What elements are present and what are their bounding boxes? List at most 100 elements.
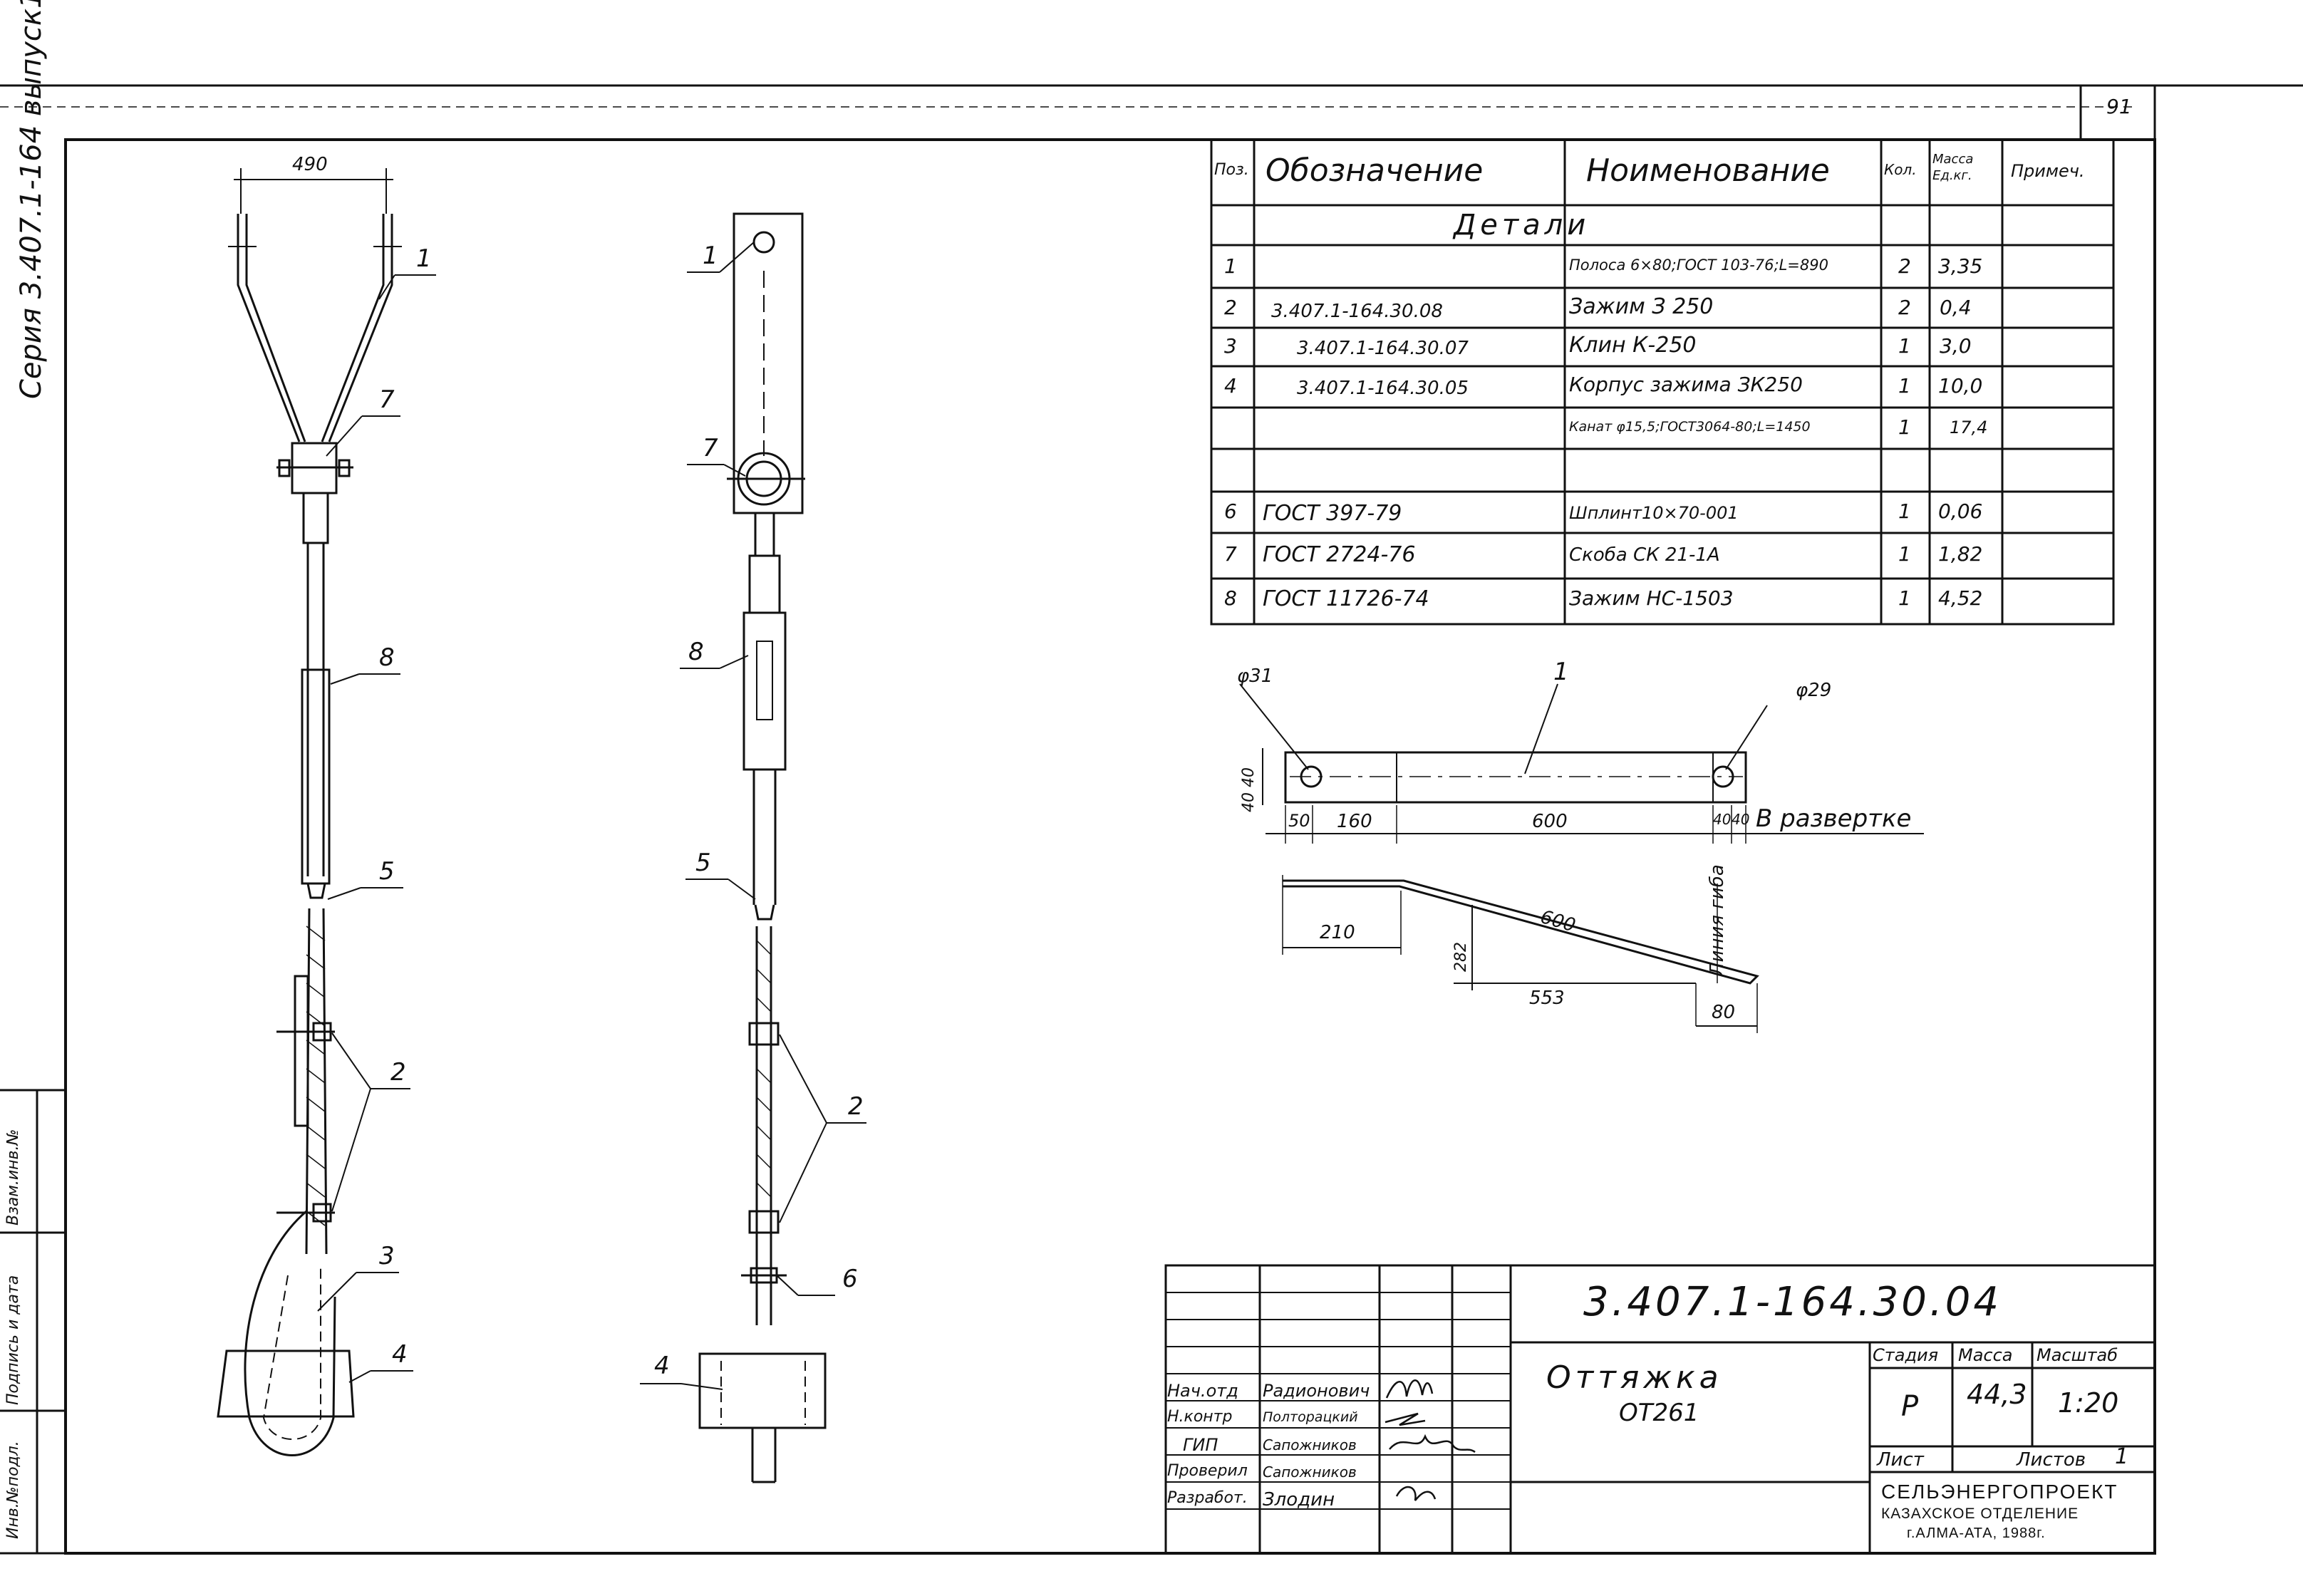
callout-mid-7: 7 — [703, 434, 718, 462]
callout-left-3: 3 — [379, 1242, 395, 1270]
row7-mass: 0,06 — [1938, 499, 1983, 523]
row9-pos: 8 — [1224, 586, 1237, 610]
dim-490: 490 — [292, 154, 328, 175]
th-pos: Поз. — [1214, 161, 1249, 179]
page-number: 91 — [2106, 95, 2132, 118]
role-2: Н.контр — [1167, 1408, 1233, 1426]
podpis-data-label: Подпись и дата — [4, 1275, 22, 1405]
row4-pos: 4 — [1224, 374, 1237, 398]
row8-designation: ГОСТ 2724-76 — [1263, 542, 1416, 567]
role-5: Разработ. — [1167, 1489, 1248, 1507]
row1-qty: 2 — [1898, 254, 1911, 278]
scale-label: Масштаб — [2037, 1345, 2118, 1365]
role-3: ГИП — [1183, 1435, 1218, 1455]
row8-pos: 7 — [1224, 542, 1237, 566]
row7-name: Шплинт10×70-001 — [1569, 503, 1739, 523]
th-designation: Обозначение — [1266, 152, 1484, 189]
vzam-inv-label: Взам.инв.№ — [4, 1129, 22, 1226]
sheet-label: Лист — [1877, 1449, 1924, 1471]
th-note: Примеч. — [2011, 161, 2085, 181]
series-label: Серия 3.407.1-164 выпуск1 — [15, 0, 48, 399]
row8-qty: 1 — [1898, 542, 1911, 566]
stage-value: Р — [1901, 1390, 1919, 1423]
detail-dim-160: 160 — [1337, 811, 1372, 832]
row7-designation: ГОСТ 397-79 — [1263, 501, 1402, 526]
sheets-label: Листов — [2017, 1449, 2086, 1471]
row7-qty: 1 — [1898, 499, 1911, 523]
row3-qty: 1 — [1898, 334, 1911, 358]
row3-mass: 3,0 — [1940, 334, 1972, 358]
row9-qty: 1 — [1898, 586, 1911, 610]
row8-mass: 1,82 — [1938, 542, 1983, 566]
th-qty: Кол. — [1884, 161, 1917, 178]
callout-left-5: 5 — [379, 857, 395, 886]
row8-name: Скоба СК 21-1А — [1569, 544, 1720, 566]
row5-qty: 1 — [1898, 415, 1911, 439]
inv-podl-label: Инв.№подл. — [4, 1441, 22, 1539]
row4-qty: 1 — [1898, 374, 1911, 398]
row1-name: Полоса 6×80;ГОСТ 103-76;L=890 — [1569, 256, 1828, 274]
detail-dim-600: 600 — [1532, 811, 1568, 832]
row9-designation: ГОСТ 11726-74 — [1263, 586, 1429, 611]
section-details: Детали — [1454, 209, 1590, 242]
org-name: СЕЛЬЭНЕРГОПРОЕКТ — [1881, 1481, 2118, 1503]
callout-left-4: 4 — [392, 1340, 408, 1369]
detail-dim-40b: 40 — [1732, 811, 1750, 828]
detail-dim-210: 210 — [1320, 922, 1355, 943]
row4-mass: 10,0 — [1938, 374, 1983, 398]
role-4: Проверил — [1167, 1462, 1248, 1480]
row9-mass: 4,52 — [1938, 586, 1983, 610]
mass-value: 44,3 — [1967, 1379, 2027, 1410]
row4-name: Корпус зажима ЗК250 — [1569, 373, 1803, 396]
detail-callout-1: 1 — [1553, 658, 1569, 686]
row2-pos: 2 — [1224, 296, 1237, 319]
detail-dim-282: 282 — [1452, 942, 1470, 972]
detail-dim-50: 50 — [1288, 811, 1310, 831]
person-3: Сапожников — [1263, 1436, 1357, 1454]
person-2: Полторацкий — [1263, 1409, 1358, 1425]
callout-mid-5: 5 — [695, 849, 711, 877]
detail-razvertka: В развертке — [1756, 804, 1912, 833]
doc-number: 3.407.1-164.30.04 — [1583, 1279, 2002, 1325]
role-1: Нач.отд — [1167, 1381, 1238, 1401]
row3-designation: 3.407.1-164.30.07 — [1297, 338, 1469, 359]
detail-dim-40-40: 40 40 — [1240, 767, 1258, 812]
callout-left-1: 1 — [416, 244, 432, 273]
org-branch: КАЗАХСКОЕ ОТДЕЛЕНИЕ — [1881, 1506, 2079, 1522]
row1-pos: 1 — [1224, 254, 1237, 278]
detail-dim-80: 80 — [1712, 1002, 1736, 1023]
row5-name: Канат φ15,5;ГОСТ3064-80;L=1450 — [1569, 419, 1811, 435]
callout-mid-6: 6 — [842, 1265, 858, 1293]
callout-mid-4: 4 — [654, 1352, 670, 1380]
callout-mid-2: 2 — [848, 1092, 864, 1121]
detail-dim-553: 553 — [1529, 988, 1565, 1009]
stage-label: Стадия — [1873, 1345, 1939, 1365]
row1-mass: 3,35 — [1938, 254, 1983, 278]
scale-value: 1:20 — [2058, 1387, 2119, 1419]
row2-name: Зажим З 250 — [1569, 294, 1714, 319]
callout-mid-8: 8 — [688, 638, 704, 666]
row3-pos: 3 — [1224, 334, 1237, 358]
th-mass: Масса Ед.кг. — [1932, 152, 1974, 184]
callout-mid-1: 1 — [703, 242, 718, 270]
sheets-value: 1 — [2115, 1444, 2129, 1469]
callout-left-8: 8 — [379, 643, 395, 672]
person-5: Злодин — [1263, 1489, 1335, 1510]
doc-subtitle: ОТ261 — [1619, 1399, 1699, 1427]
row3-name: Клин К-250 — [1569, 333, 1697, 358]
doc-title: Оттяжка — [1546, 1359, 1723, 1396]
row2-designation: 3.407.1-164.30.08 — [1271, 301, 1443, 322]
row7-pos: 6 — [1224, 499, 1237, 523]
detail-hole-left: φ31 — [1237, 665, 1273, 687]
row9-name: Зажим НС-1503 — [1569, 586, 1734, 610]
detail-dim-40a: 40 — [1713, 811, 1732, 828]
person-4: Сапожников — [1263, 1463, 1357, 1481]
row4-designation: 3.407.1-164.30.05 — [1297, 378, 1469, 399]
detail-bend-line: Линия гиба — [1707, 864, 1728, 976]
row2-mass: 0,4 — [1940, 296, 1972, 319]
callout-left-2: 2 — [390, 1058, 406, 1087]
row2-qty: 2 — [1898, 296, 1911, 319]
row5-mass: 17,4 — [1950, 418, 1988, 437]
detail-hole-right: φ29 — [1796, 680, 1832, 701]
